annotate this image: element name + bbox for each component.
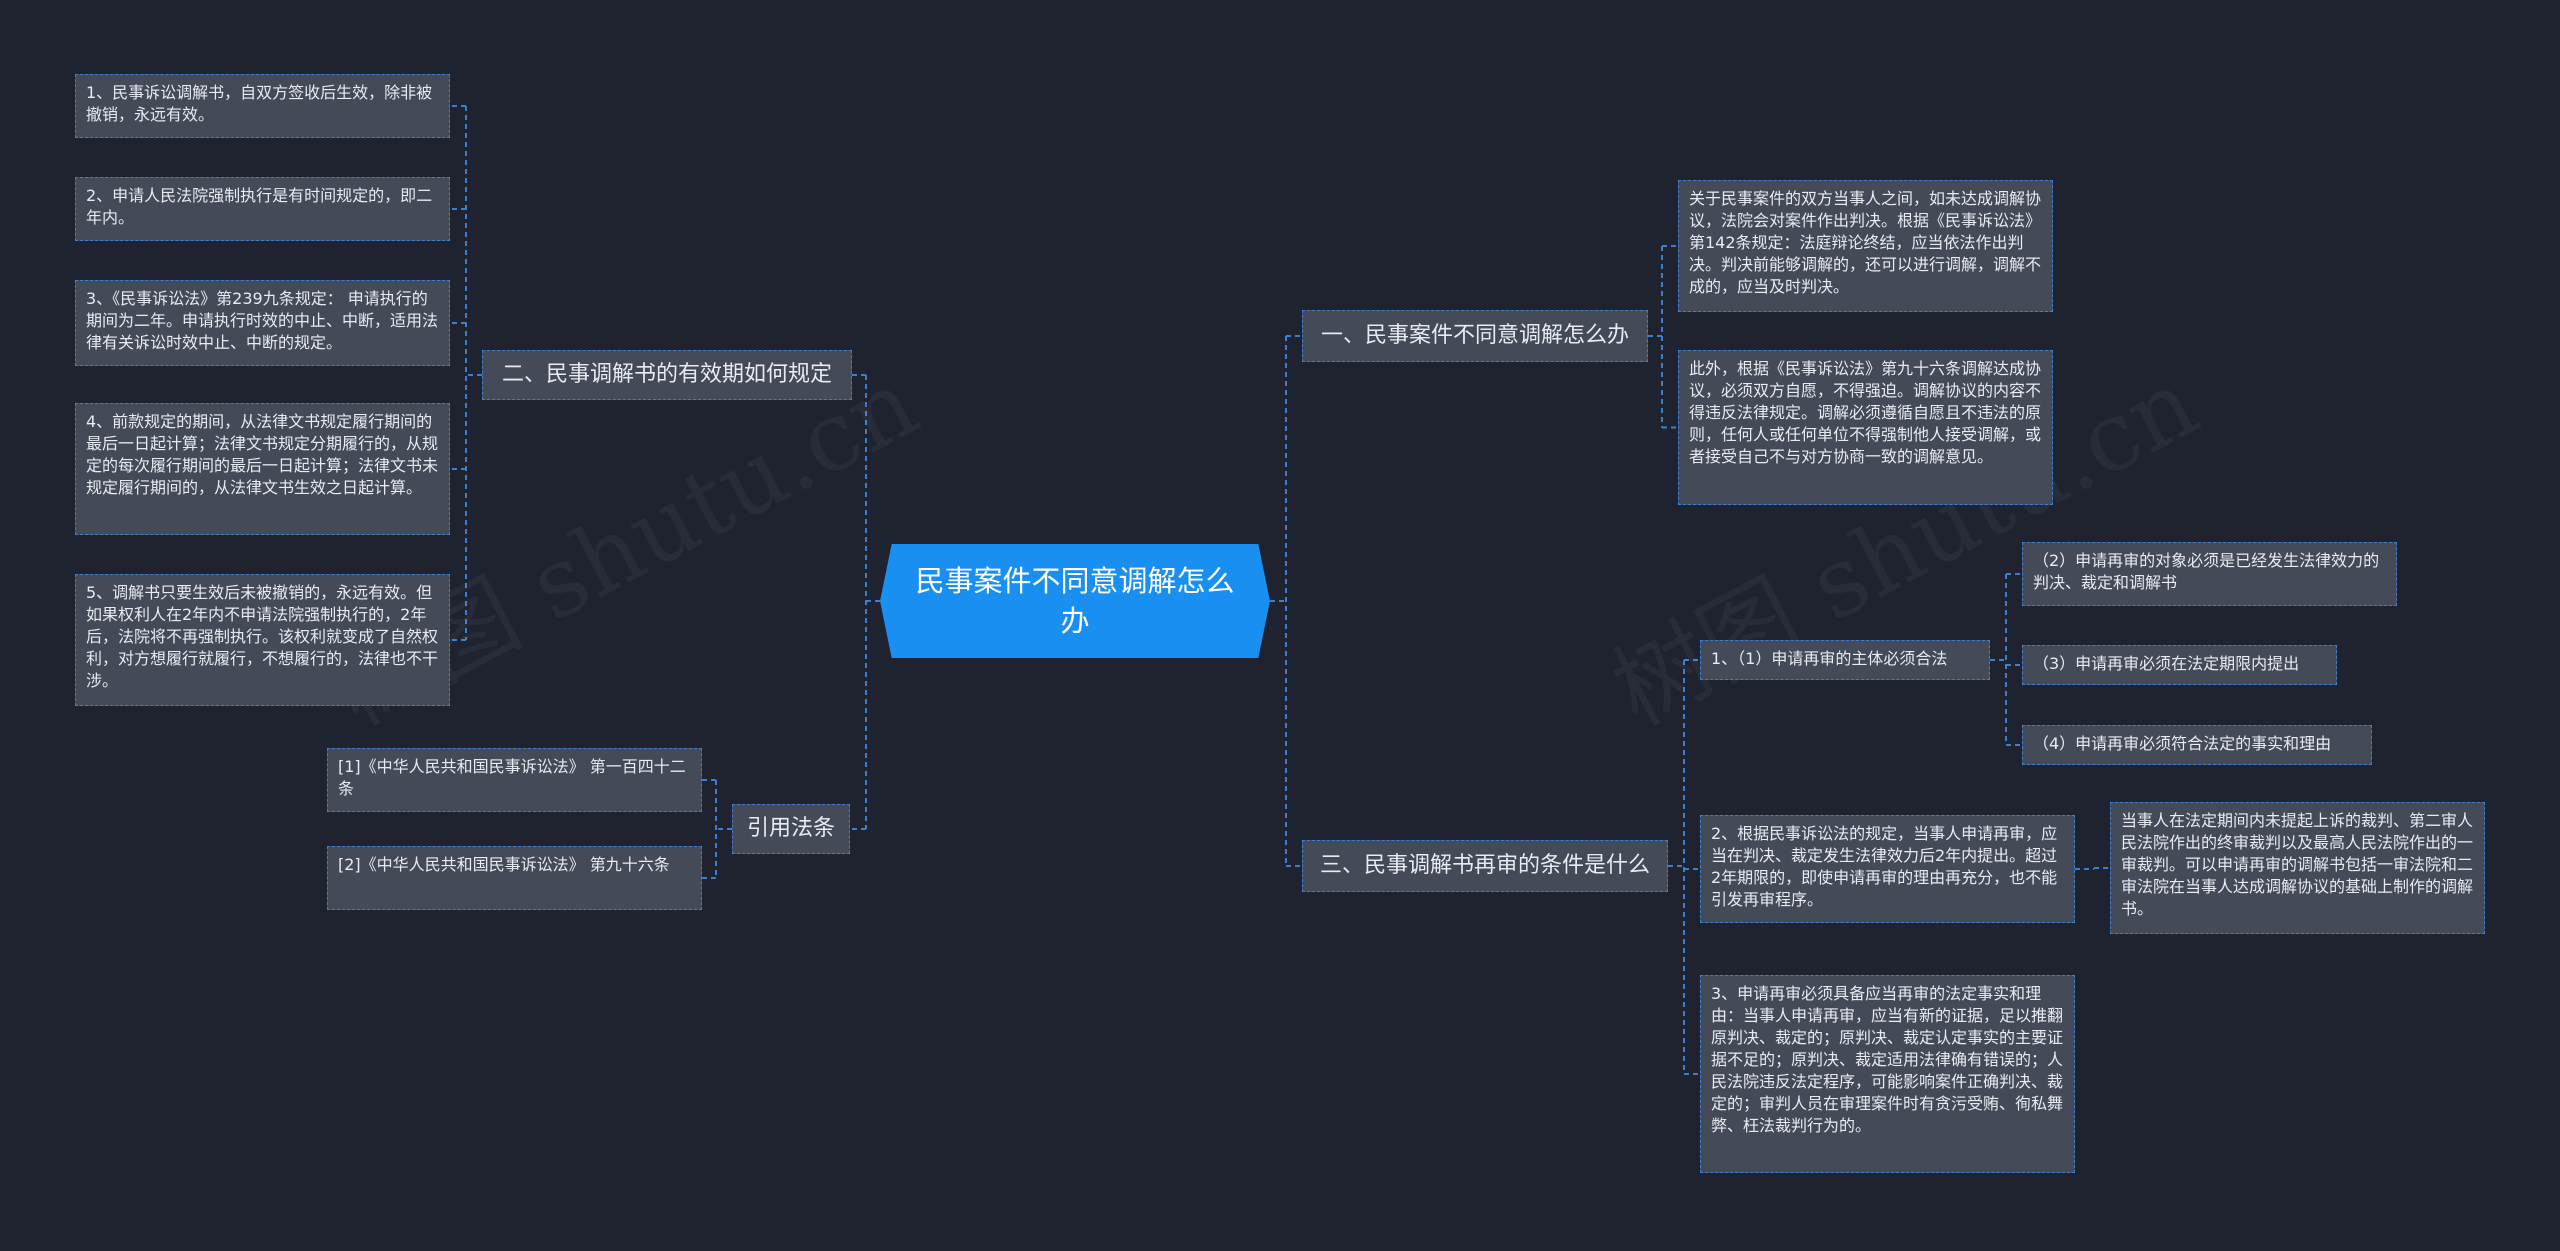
leaf-b3-2-1[interactable]: 当事人在法定期间内未提起上诉的裁判、第二审人民法院作出的终审裁判以及最高人民法院… (2110, 802, 2485, 934)
leaf-b2-2[interactable]: 2、申请人民法院强制执行是有时间规定的，即二年内。 (75, 177, 450, 241)
branch-title: 二、民事调解书的有效期如何规定 (501, 362, 832, 387)
subnode-b3-3[interactable]: 3、申请再审必须具备应当再审的法定事实和理由：当事人申请再审，应当有新的证据，足… (1700, 975, 2075, 1173)
leaf-b3-1-2[interactable]: （3）申请再审必须在法定期限内提出 (2022, 645, 2337, 685)
subnode-b3-1[interactable]: 1、（1）申请再审的主体必须合法 (1700, 640, 1990, 680)
leaf-b2-5[interactable]: 5、调解书只要生效后未被撤销的，永远有效。但如果权利人在2年内不申请法院强制执行… (75, 574, 450, 706)
branch-validity-period[interactable]: 二、民事调解书的有效期如何规定 (482, 350, 852, 400)
branch-retrial-conditions[interactable]: 三、民事调解书再审的条件是什么 (1302, 840, 1668, 892)
branch-no-mediation[interactable]: 一、民事案件不同意调解怎么办 (1302, 310, 1648, 362)
leaf-b1-1[interactable]: 关于民事案件的双方当事人之间，如未达成调解协议，法院会对案件作出判决。根据《民事… (1678, 180, 2053, 312)
branch-title: 三、民事调解书再审的条件是什么 (1319, 853, 1650, 878)
subnode-b3-2[interactable]: 2、根据民事诉讼法的规定，当事人申请再审，应当在判决、裁定发生法律效力后2年内提… (1700, 815, 2075, 923)
branch-title: 一、民事案件不同意调解怎么办 (1320, 323, 1629, 348)
leaf-b1-2[interactable]: 此外，根据《民事诉讼法》第九十六条调解达成协议，必须双方自愿，不得强迫。调解协议… (1678, 350, 2053, 505)
root-title: 民事案件不同意调解怎么办 (915, 564, 1235, 638)
branch-cited-laws[interactable]: 引用法条 (732, 804, 850, 854)
leaf-b3-1-3[interactable]: （4）申请再审必须符合法定的事实和理由 (2022, 725, 2372, 765)
root-node[interactable]: 民事案件不同意调解怎么办 (880, 544, 1270, 658)
leaf-b2-1[interactable]: 1、民事诉讼调解书，自双方签收后生效，除非被撤销，永远有效。 (75, 74, 450, 138)
branch-title: 引用法条 (746, 816, 835, 841)
leaf-b2-3[interactable]: 3、《民事诉讼法》第239九条规定： 申请执行的期间为二年。申请执行时效的中止、… (75, 280, 450, 366)
leaf-b3-1-1[interactable]: （2）申请再审的对象必须是已经发生法律效力的判决、裁定和调解书 (2022, 542, 2397, 606)
leaf-b4-2[interactable]: [2]《中华人民共和国民事诉讼法》 第九十六条 (327, 846, 702, 910)
leaf-b2-4[interactable]: 4、前款规定的期间，从法律文书规定履行期间的最后一日起计算；法律文书规定分期履行… (75, 403, 450, 535)
leaf-b4-1[interactable]: [1]《中华人民共和国民事诉讼法》 第一百四十二条 (327, 748, 702, 812)
